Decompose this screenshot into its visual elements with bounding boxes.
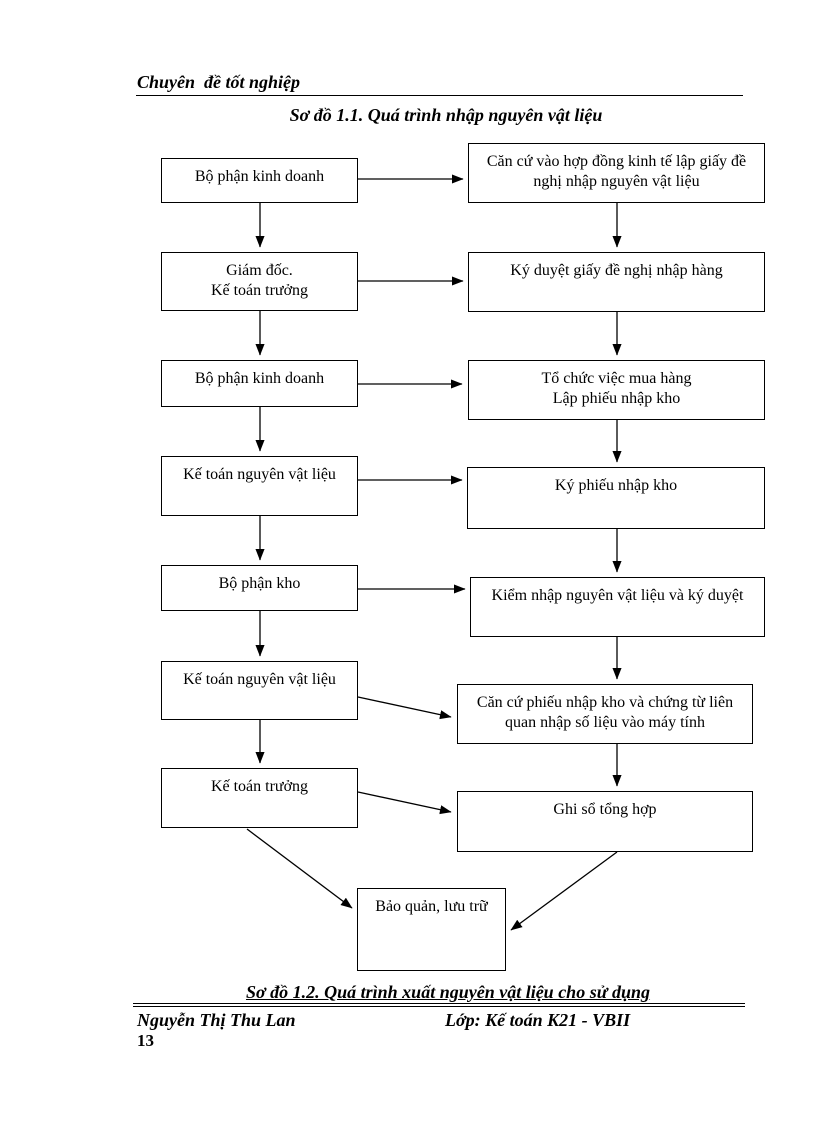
flow-node-archive: Bảo quản, lưu trữ [357, 888, 506, 971]
footer-rule [133, 1003, 745, 1007]
flow-node-left-7: Kế toán trưởng [161, 768, 358, 828]
flow-node-right-6: Căn cứ phiếu nhập kho và chứng từ liên q… [457, 684, 753, 744]
next-diagram-caption: Sơ đồ 1.2. Quá trình xuất nguyên vật liệ… [245, 982, 651, 1002]
footer-author: Nguyễn Thị Thu Lan [137, 1010, 296, 1030]
flow-node-right-4: Ký phiếu nhập kho [467, 467, 765, 529]
page-header: Chuyên đề tốt nghiệp [137, 72, 301, 92]
footer-class: Lớp: Kế toán K21 - VBII [445, 1010, 631, 1030]
diagram-title: Sơ đồ 1.1. Quá trình nhập nguyên vật liệ… [289, 105, 603, 125]
page-number: 13 [137, 1031, 154, 1050]
flow-node-left-3: Bộ phận kinh doanh [161, 360, 358, 407]
flow-node-right-3: Tổ chức việc mua hàng Lập phiếu nhập kho [468, 360, 765, 420]
flow-node-right-5: Kiểm nhập nguyên vật liệu và ký duyệt [470, 577, 765, 637]
flow-node-left-5: Bộ phận kho [161, 565, 358, 611]
flow-node-left-4: Kế toán nguyên vật liệu [161, 456, 358, 516]
header-rule [136, 95, 743, 96]
flow-node-left-1: Bộ phận kinh doanh [161, 158, 358, 203]
flow-node-right-1: Căn cứ vào hợp đồng kinh tế lập giấy đề … [468, 143, 765, 203]
flow-node-right-2: Ký duyệt giấy đề nghị nhập hàng [468, 252, 765, 312]
flow-node-right-7: Ghi sổ tổng hợp [457, 791, 753, 852]
flow-node-left-6: Kế toán nguyên vật liệu [161, 661, 358, 720]
flow-node-left-2: Giám đốc. Kế toán trưởng [161, 252, 358, 311]
